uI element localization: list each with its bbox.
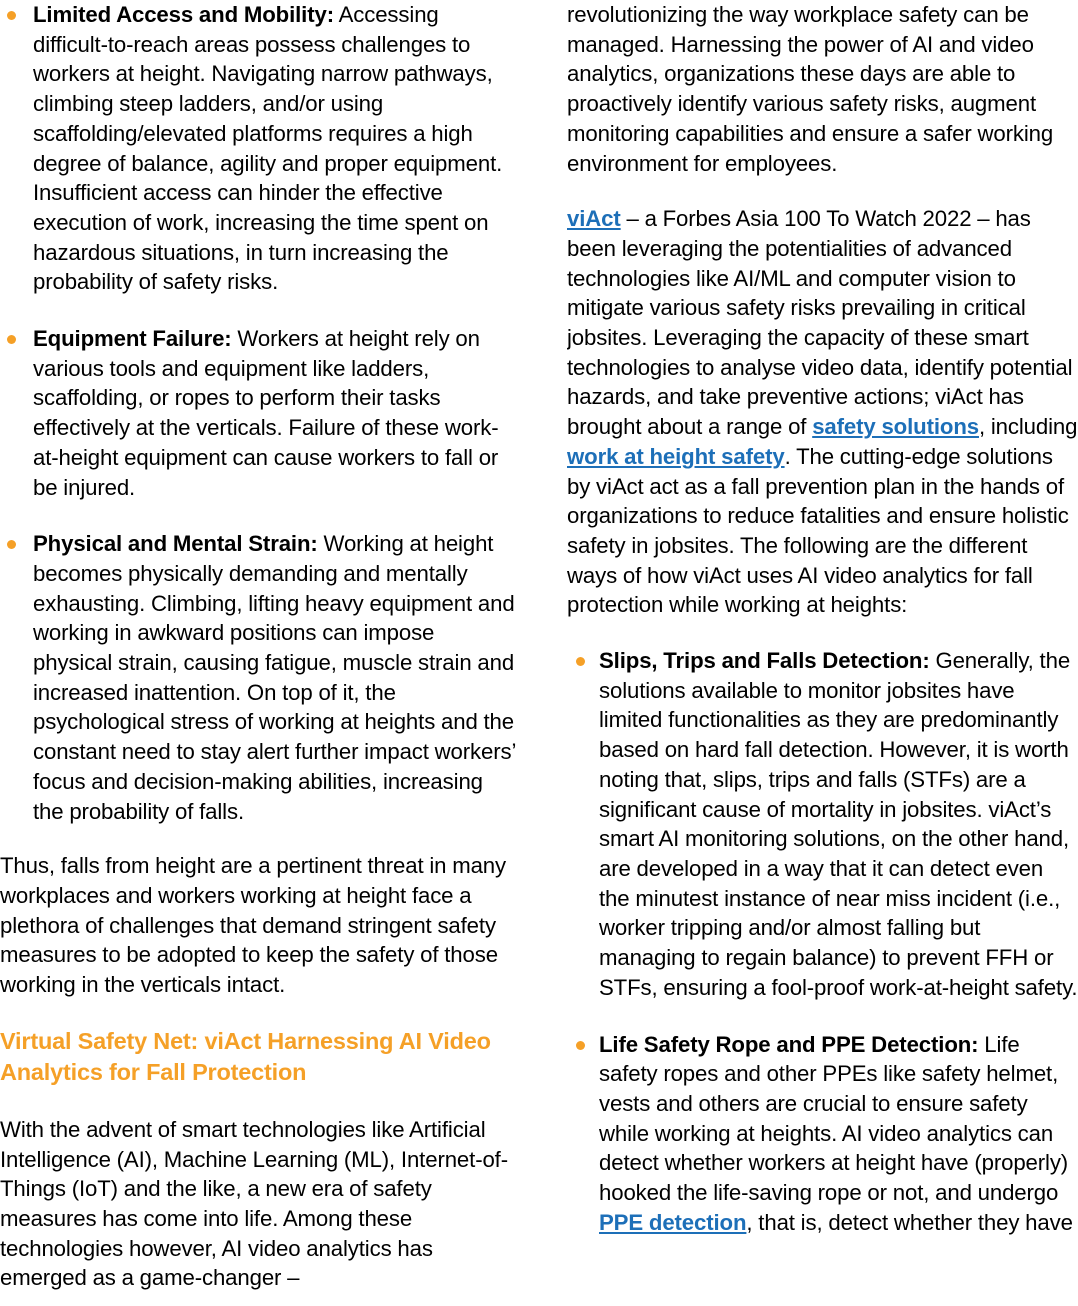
paragraph-viact: viAct – a Forbes Asia 100 To Watch 2022 … bbox=[567, 204, 1078, 620]
list-item-body: Workers at height rely on various tools … bbox=[33, 326, 499, 500]
list-item-lead: Equipment Failure: bbox=[33, 326, 232, 352]
paragraph-viact-part2: , including bbox=[978, 414, 1078, 440]
paragraph-advent: With the advent of smart technologies li… bbox=[0, 1116, 509, 1291]
bullet-dot-icon bbox=[576, 1040, 585, 1050]
bullet-dot-icon bbox=[7, 335, 16, 345]
list-item: Slips, Trips and Falls Detection: Genera… bbox=[567, 646, 1078, 1002]
challenges-bullet-list: Limited Access and Mobility: Accessing d… bbox=[0, 0, 517, 826]
link-safety-solutions[interactable]: safety solutions bbox=[812, 414, 979, 440]
bullet-dot-icon bbox=[7, 11, 16, 20]
list-item: Life Safety Rope and PPE Detection: Life… bbox=[567, 1030, 1078, 1238]
link-viact[interactable]: viAct bbox=[567, 206, 621, 232]
list-item: Equipment Failure: Workers at height rel… bbox=[0, 324, 517, 502]
list-item-body: Generally, the solutions available to mo… bbox=[599, 648, 1078, 1000]
list-item-lead: Physical and Mental Strain: bbox=[33, 531, 318, 557]
paragraph-revolutionizing: revolutionizing the way workplace safety… bbox=[567, 2, 1054, 176]
link-work-at-height-safety[interactable]: work at height safety bbox=[567, 443, 785, 469]
list-item-body-part2: , that is, detect whether they have bbox=[746, 1209, 1073, 1235]
list-item-lead: Limited Access and Mobility: bbox=[33, 2, 334, 27]
solutions-bullet-list: Slips, Trips and Falls Detection: Genera… bbox=[567, 646, 1078, 1237]
list-item: Physical and Mental Strain: Working at h… bbox=[0, 529, 517, 826]
paragraph-viact-part3: . The cutting-edge solutions by viAct ac… bbox=[567, 443, 1069, 618]
list-item-body-part1: Life safety ropes and other PPEs like sa… bbox=[599, 1031, 1069, 1206]
list-item-body: Working at height becomes physically dem… bbox=[33, 531, 516, 824]
bullet-dot-icon bbox=[576, 657, 585, 667]
list-item-lead: Life Safety Rope and PPE Detection: bbox=[599, 1031, 979, 1057]
right-column: revolutionizing the way workplace safety… bbox=[567, 0, 1078, 1237]
paragraph-viact-part1: – a Forbes Asia 100 To Watch 2022 – has … bbox=[567, 206, 1073, 440]
bullet-dot-icon bbox=[7, 540, 16, 550]
link-ppe-detection[interactable]: PPE detection bbox=[599, 1209, 747, 1235]
paragraph-thus: Thus, falls from height are a pertinent … bbox=[0, 853, 506, 998]
list-item: Limited Access and Mobility: Accessing d… bbox=[0, 0, 517, 297]
list-item-body: Accessing difficult-to-reach areas posse… bbox=[33, 2, 503, 295]
section-heading: Virtual Safety Net: viAct Harnessing AI … bbox=[0, 1027, 491, 1086]
left-column: Limited Access and Mobility: Accessing d… bbox=[0, 0, 527, 1293]
list-item-lead: Slips, Trips and Falls Detection: bbox=[599, 648, 930, 674]
